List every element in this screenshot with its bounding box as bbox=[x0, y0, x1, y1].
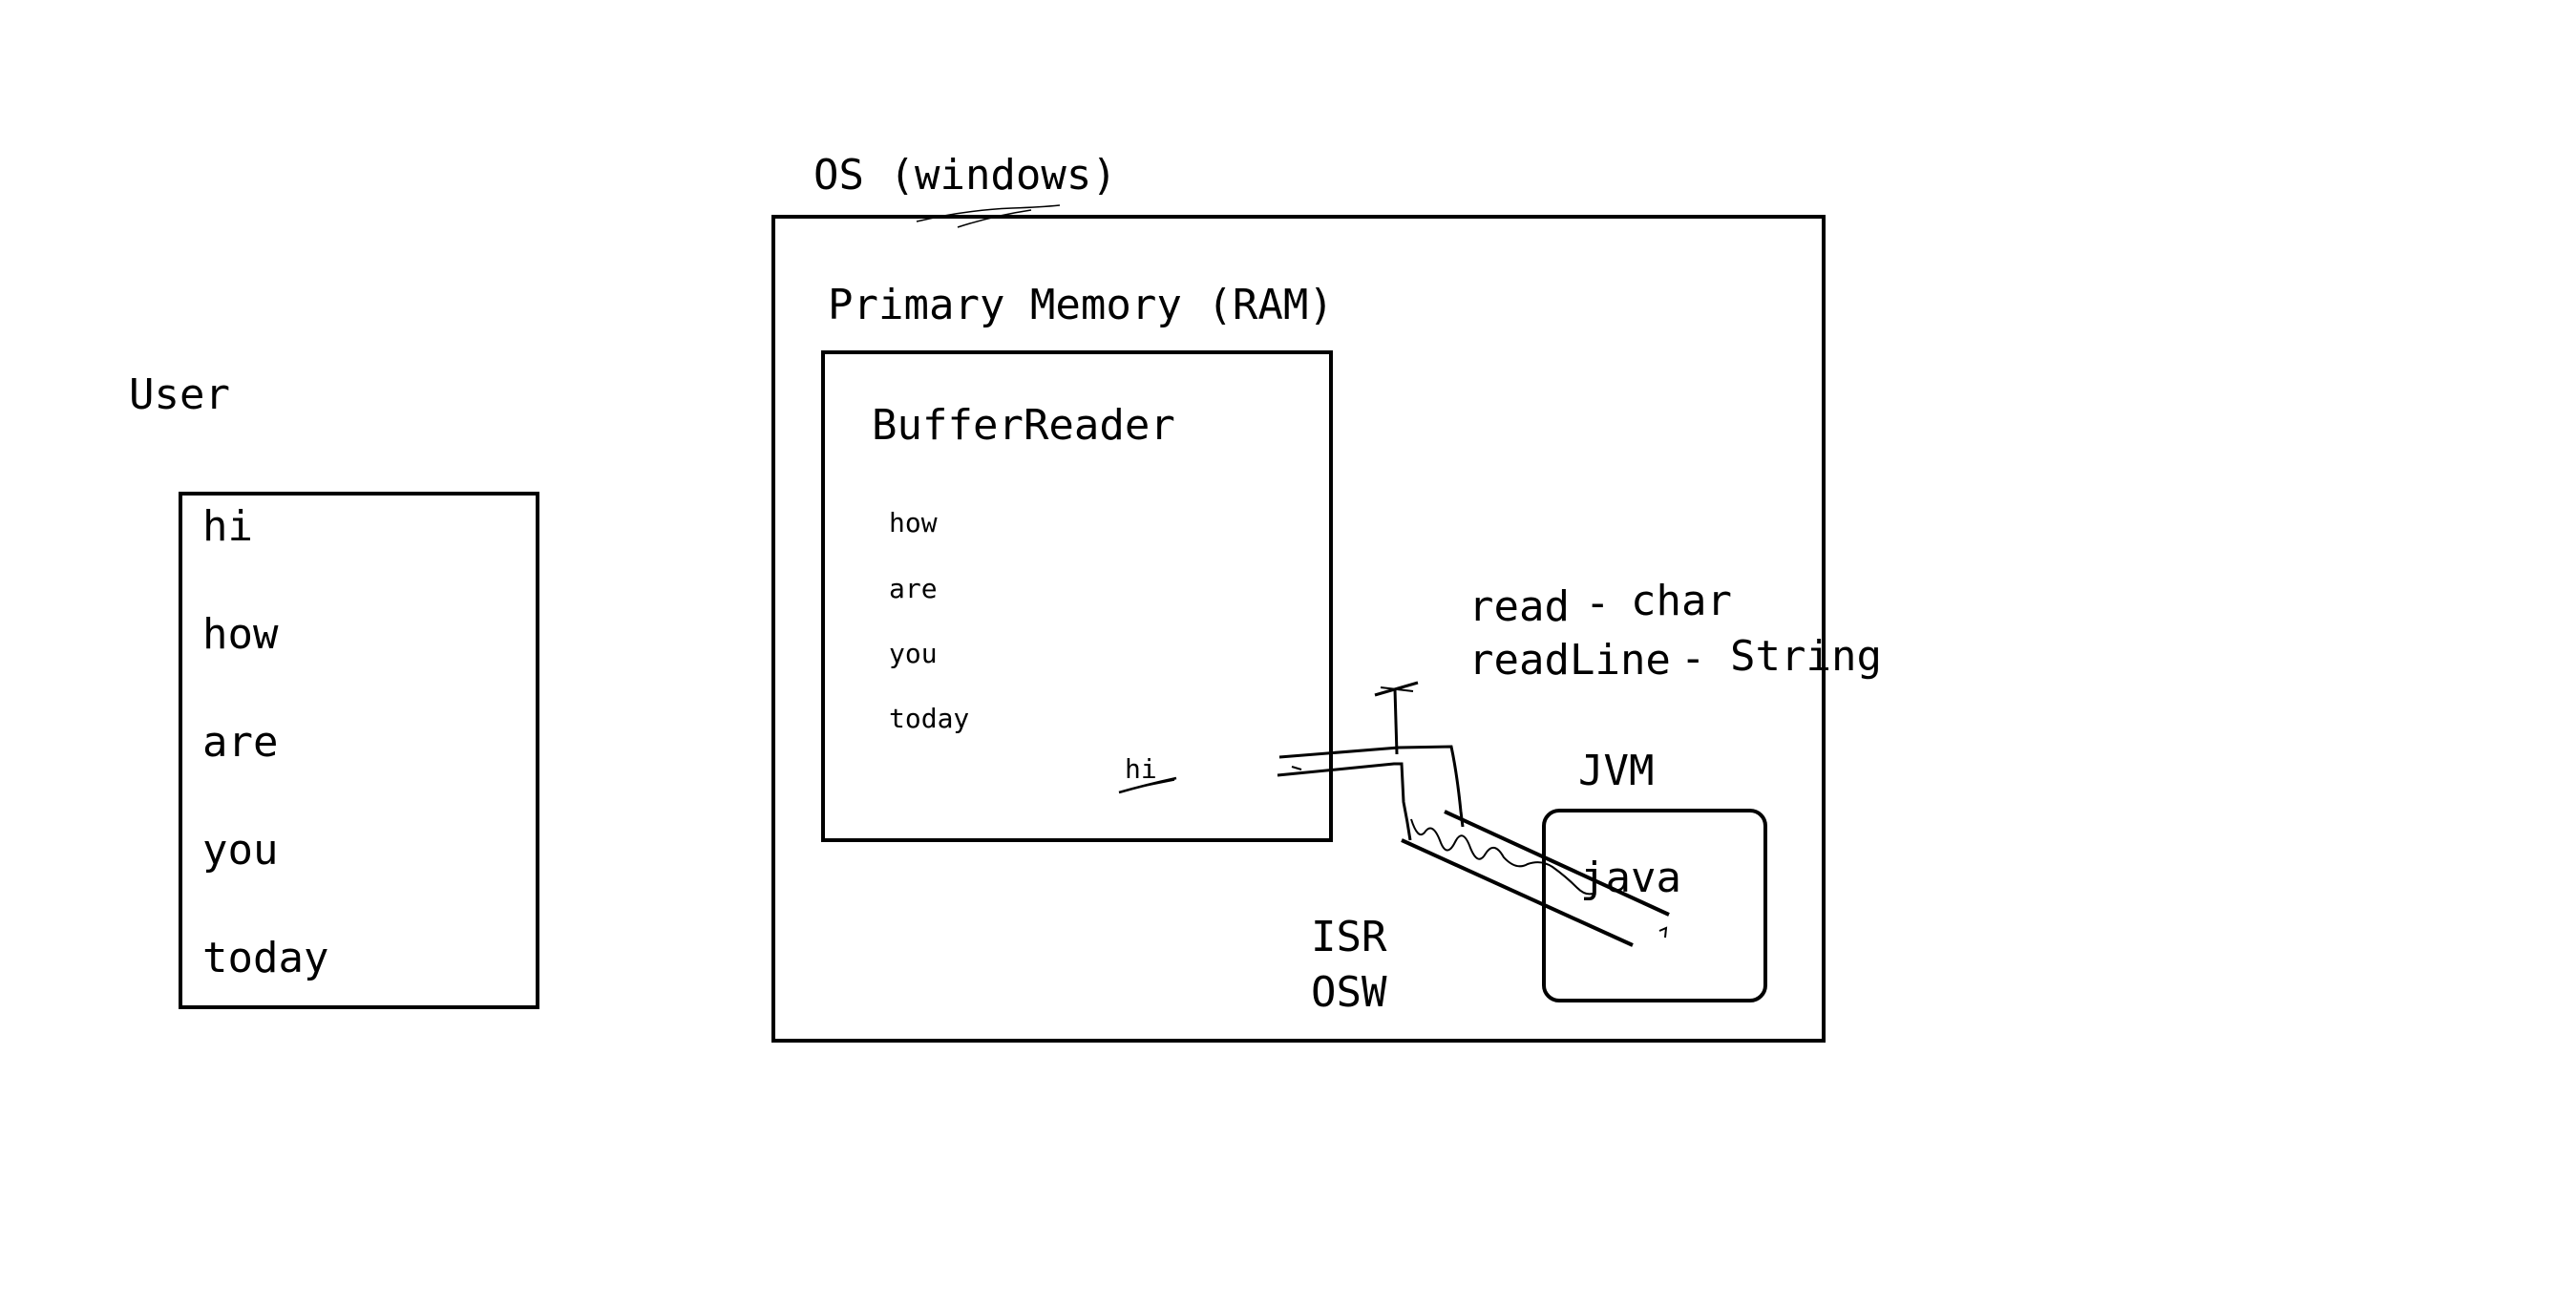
osw-label: OSW bbox=[1311, 968, 1387, 1017]
user-line-are: are bbox=[202, 718, 279, 767]
ram-label: Primary Memory (RAM) bbox=[828, 281, 1334, 329]
user-label: User bbox=[129, 370, 230, 419]
jvm-label: JVM bbox=[1578, 747, 1655, 795]
buffer-line-are: are bbox=[889, 573, 938, 604]
readline-dash: - bbox=[1680, 634, 1706, 683]
user-line-today: today bbox=[202, 934, 329, 982]
buffer-line-you: you bbox=[889, 638, 938, 669]
user-input-box bbox=[179, 492, 539, 1009]
read-method: read bbox=[1468, 582, 1570, 631]
isr-label: ISR bbox=[1311, 913, 1387, 961]
os-box bbox=[771, 215, 1826, 1043]
os-label: OS (windows) bbox=[813, 151, 1117, 200]
readline-return-type: String bbox=[1730, 632, 1882, 681]
buffer-line-today: today bbox=[889, 703, 970, 734]
jvm-box bbox=[1542, 809, 1767, 1002]
readline-method: readLine bbox=[1468, 636, 1671, 685]
java-program: java bbox=[1580, 854, 1681, 902]
buffer-reader-title: BufferReader bbox=[872, 401, 1175, 450]
buffer-reader-box bbox=[821, 350, 1333, 842]
read-dash: - bbox=[1585, 579, 1611, 627]
user-line-you: you bbox=[202, 826, 279, 875]
read-return-type: char bbox=[1631, 577, 1732, 625]
user-line-hi: hi bbox=[202, 502, 253, 551]
user-line-how: how bbox=[202, 610, 279, 659]
buffer-line-how: how bbox=[889, 507, 938, 538]
buffer-current-hi: hi bbox=[1125, 753, 1157, 785]
